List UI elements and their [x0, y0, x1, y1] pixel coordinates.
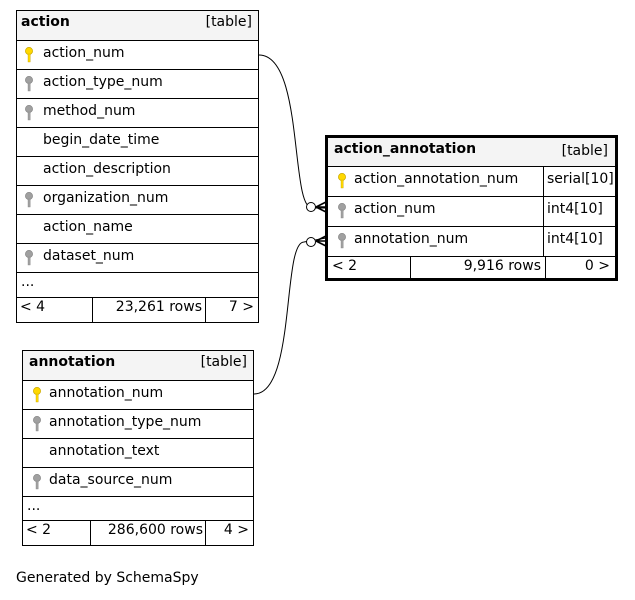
column-row[interactable]: annotation_text: [23, 439, 253, 468]
column-type-cell: serial[10]: [543, 167, 615, 196]
table-kind-label: [table]: [205, 14, 252, 30]
column-row[interactable]: action_num: [17, 41, 258, 70]
children-count-cell[interactable]: 0 >: [545, 257, 615, 281]
column-type-cell: int4[10]: [543, 197, 615, 226]
column-name: data_source_num: [49, 472, 173, 488]
column-name: action_type_num: [43, 74, 163, 90]
table-footer: < 2 286,600 rows 4 >: [23, 521, 253, 545]
column-row[interactable]: action_name: [17, 215, 258, 244]
children-count-cell[interactable]: 4 >: [205, 521, 253, 545]
column-name: annotation_num: [49, 385, 164, 401]
more-columns-ellipsis: ...: [21, 274, 35, 290]
table-name: annotation: [29, 354, 116, 370]
foreign-key-icon: [32, 474, 42, 494]
parents-count-cell[interactable]: < 4: [17, 298, 92, 322]
column-row[interactable]: dataset_num: [17, 244, 258, 273]
relation-action-crowfoot: [315, 201, 327, 213]
column-name: action_description: [43, 161, 171, 177]
primary-key-icon: [337, 173, 347, 193]
primary-key-icon: [24, 47, 34, 67]
column-row[interactable]: action_annotation_num serial[10]: [328, 167, 615, 197]
table-annotation[interactable]: annotation [table] annotation_num annota…: [22, 350, 254, 546]
column-name: method_num: [43, 103, 136, 119]
foreign-key-icon: [337, 233, 347, 253]
column-row[interactable]: method_num: [17, 99, 258, 128]
foreign-key-icon: [24, 192, 34, 212]
children-count: 0 >: [584, 258, 610, 274]
children-count: 7 >: [228, 299, 254, 315]
row-count-cell: 286,600 rows: [90, 521, 205, 545]
parents-count-cell[interactable]: < 2: [328, 257, 410, 281]
column-type: int4[10]: [547, 201, 603, 217]
column-name: action_annotation_num: [354, 171, 519, 187]
column-row[interactable]: begin_date_time: [17, 128, 258, 157]
table-action[interactable]: action [table] action_num action_type_nu…: [16, 10, 259, 323]
column-name: annotation_text: [49, 443, 160, 459]
column-name: action_num: [354, 201, 436, 217]
column-name: organization_num: [43, 190, 169, 206]
column-name: annotation_num: [354, 231, 469, 247]
table-name: action: [21, 14, 70, 30]
column-row[interactable]: annotation_num int4[10]: [328, 227, 615, 257]
table-header[interactable]: action [table]: [17, 11, 258, 41]
foreign-key-icon: [24, 250, 34, 270]
column-name: begin_date_time: [43, 132, 160, 148]
column-row[interactable]: action_num int4[10]: [328, 197, 615, 227]
row-count: 9,916 rows: [463, 258, 541, 274]
row-count: 286,600 rows: [107, 522, 203, 538]
column-type-cell: int4[10]: [543, 227, 615, 256]
column-name: annotation_type_num: [49, 414, 202, 430]
more-columns-row: ...: [23, 497, 253, 521]
row-count-cell: 23,261 rows: [92, 298, 205, 322]
foreign-key-icon: [337, 203, 347, 223]
generated-by-caption: Generated by SchemaSpy: [16, 570, 199, 586]
children-count-cell[interactable]: 7 >: [205, 298, 258, 322]
foreign-key-icon: [32, 416, 42, 436]
relation-annotation-crowfoot: [315, 235, 327, 247]
table-footer: < 4 23,261 rows 7 >: [17, 298, 258, 322]
table-header[interactable]: action_annotation [table]: [328, 138, 615, 167]
parents-count: < 4: [20, 299, 46, 315]
children-count: 4 >: [223, 522, 249, 538]
foreign-key-icon: [24, 76, 34, 96]
parents-count-cell[interactable]: < 2: [23, 521, 90, 545]
more-columns-row: ...: [17, 273, 258, 298]
row-count-cell: 9,916 rows: [410, 257, 545, 281]
table-header[interactable]: annotation [table]: [23, 351, 253, 381]
column-name: dataset_num: [43, 248, 135, 264]
relation-annotation-optional-marker: [306, 237, 316, 247]
relation-action-to-action-annotation: [258, 54, 326, 209]
column-row[interactable]: organization_num: [17, 186, 258, 215]
table-kind-label: [table]: [561, 143, 608, 159]
table-footer: < 2 9,916 rows 0 >: [328, 257, 615, 281]
column-row[interactable]: action_type_num: [17, 70, 258, 99]
column-type: serial[10]: [547, 171, 614, 187]
foreign-key-icon: [24, 105, 34, 125]
more-columns-ellipsis: ...: [27, 498, 41, 514]
column-row[interactable]: annotation_type_num: [23, 410, 253, 439]
table-kind-label: [table]: [200, 354, 247, 370]
column-row[interactable]: action_description: [17, 157, 258, 186]
table-name: action_annotation: [334, 141, 477, 157]
row-count: 23,261 rows: [115, 299, 202, 315]
relation-annotation-to-action-annotation: [253, 237, 327, 395]
column-name: action_name: [43, 219, 133, 235]
column-row[interactable]: data_source_num: [23, 468, 253, 497]
column-row[interactable]: annotation_num: [23, 381, 253, 410]
table-action-annotation[interactable]: action_annotation [table] action_annotat…: [325, 135, 618, 281]
primary-key-icon: [32, 387, 42, 407]
column-type: int4[10]: [547, 231, 603, 247]
parents-count: < 2: [26, 522, 52, 538]
parents-count: < 2: [332, 258, 358, 274]
relation-action-optional-marker: [306, 202, 316, 212]
column-name: action_num: [43, 45, 125, 61]
